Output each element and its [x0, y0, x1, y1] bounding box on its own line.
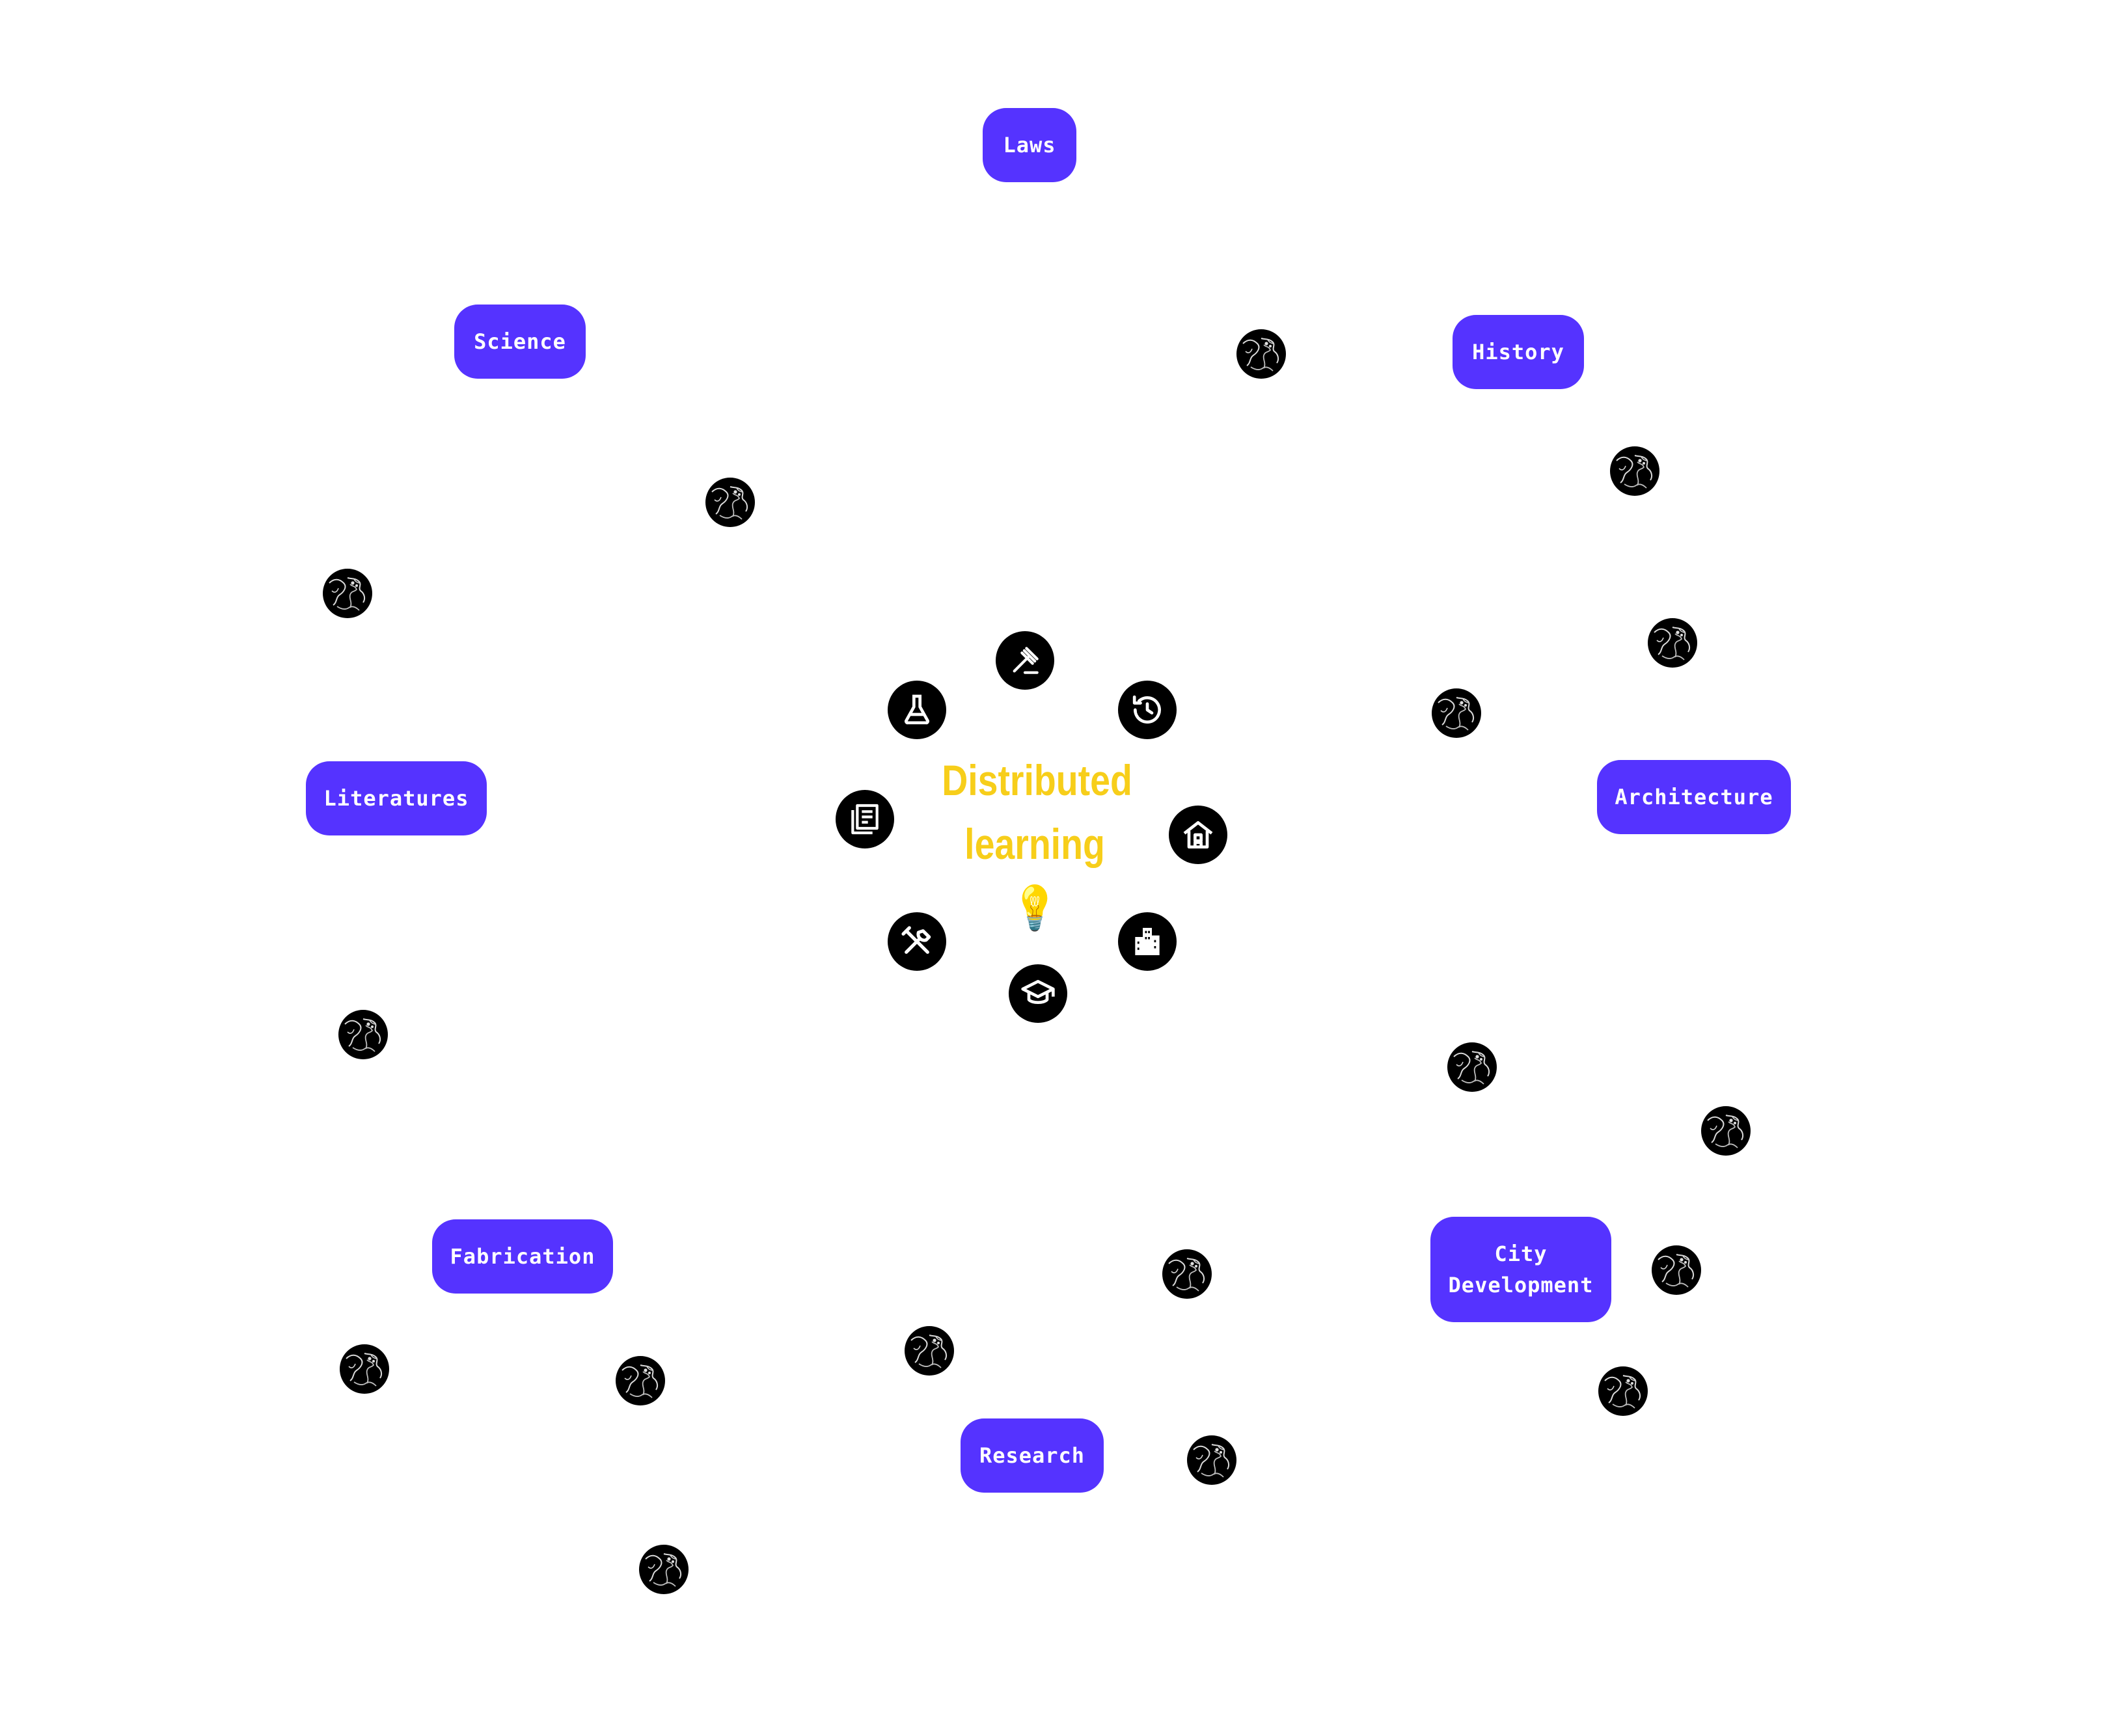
globe-icon	[614, 1355, 666, 1407]
architecture-button[interactable]: Architecture	[1597, 760, 1791, 834]
globe-icon	[1446, 1041, 1498, 1093]
globe-icon	[1161, 1248, 1213, 1300]
history-button[interactable]: History	[1453, 315, 1584, 389]
research-label: Research	[979, 1443, 1085, 1468]
tools-icon[interactable]	[888, 912, 946, 971]
city-icon[interactable]	[1118, 912, 1177, 971]
center-title-line1: Distributed	[942, 756, 1132, 804]
globe-icon	[1650, 1244, 1702, 1296]
globe-icon	[1597, 1365, 1649, 1417]
globe-icon	[1700, 1105, 1752, 1157]
research-button[interactable]: Research	[961, 1418, 1104, 1493]
globe-icon	[638, 1543, 690, 1595]
globe-icon	[1235, 328, 1287, 380]
laws-button[interactable]: Laws	[983, 108, 1076, 182]
literatures-button[interactable]: Literatures	[306, 761, 487, 835]
fabrication-button[interactable]: Fabrication	[432, 1219, 613, 1294]
globe-icon	[704, 476, 756, 528]
science-button[interactable]: Science	[454, 305, 586, 379]
globe-icon	[1186, 1434, 1238, 1486]
history-icon[interactable]	[1118, 681, 1177, 739]
globe-icon	[903, 1325, 955, 1377]
lightbulb-icon: 💡	[1012, 883, 1058, 933]
flask-icon[interactable]	[888, 681, 946, 739]
center-title: Distributed learning 💡	[942, 748, 1132, 940]
globe-icon	[338, 1343, 390, 1395]
globe-icon	[321, 567, 374, 619]
home-icon[interactable]	[1169, 806, 1227, 864]
science-label: Science	[474, 329, 566, 354]
history-label: History	[1472, 340, 1564, 364]
graduation-cap-icon[interactable]	[1009, 964, 1067, 1023]
city-development-label-line1: City	[1494, 1241, 1548, 1266]
center-title-line2: learning 💡	[964, 820, 1105, 933]
globe-icon	[1609, 445, 1661, 497]
literatures-label: Literatures	[323, 786, 469, 811]
globe-icon	[1430, 687, 1482, 739]
architecture-label: Architecture	[1615, 785, 1773, 809]
globe-icon	[1646, 617, 1699, 669]
city-development-label-line2: Development	[1448, 1273, 1594, 1297]
laws-label: Laws	[1003, 133, 1056, 157]
articles-icon[interactable]	[836, 790, 894, 848]
gavel-icon[interactable]	[996, 631, 1054, 690]
fabrication-label: Fabrication	[450, 1244, 595, 1269]
globe-icon	[337, 1009, 389, 1061]
city-development-button[interactable]: City Development	[1430, 1217, 1611, 1322]
